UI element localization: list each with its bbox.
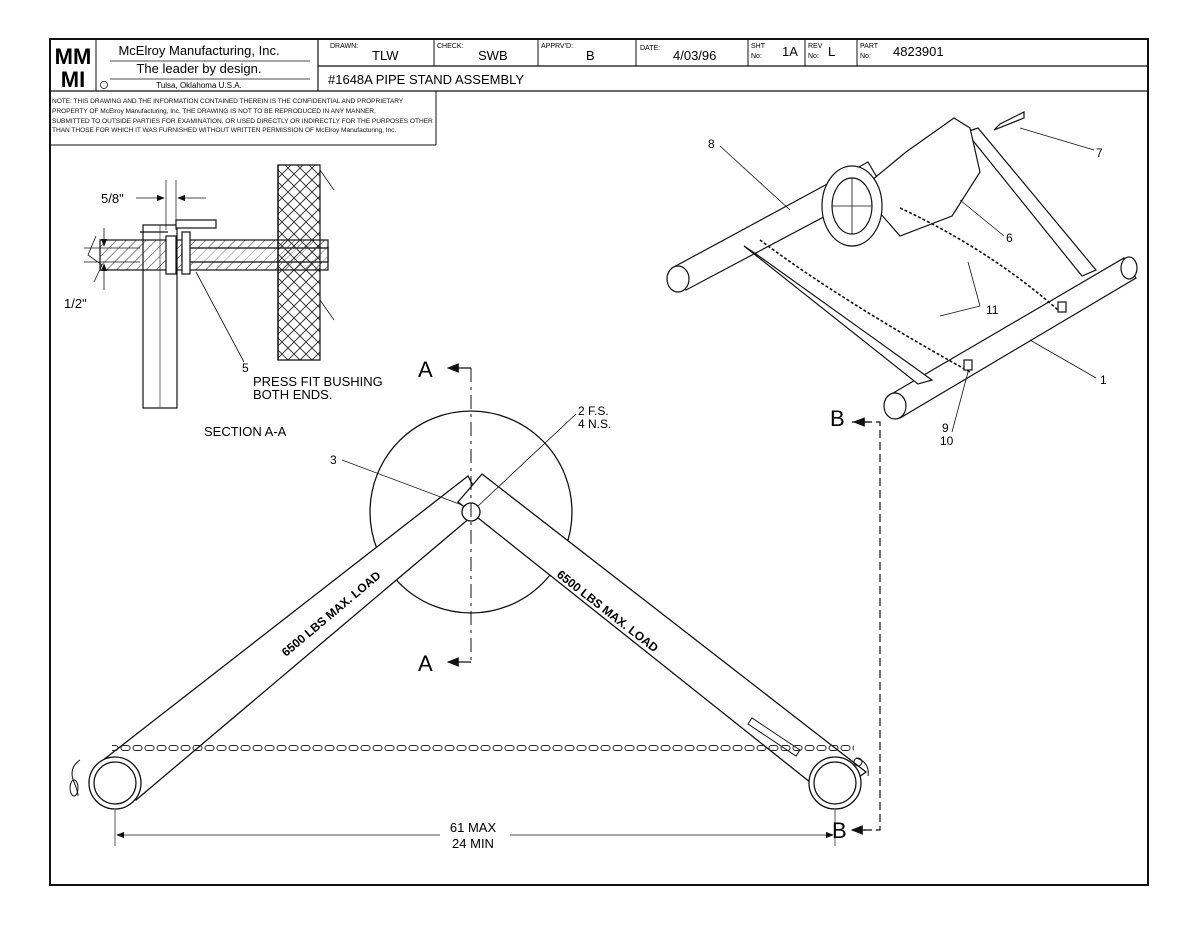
svg-text:MM: MM	[55, 44, 92, 69]
company-slogan: The leader by design.	[136, 61, 261, 76]
dim-max-label: 61 MAX	[450, 820, 497, 835]
date-value: 4/03/96	[673, 48, 716, 63]
sht-value: 1A	[782, 44, 798, 59]
iso-front-pipe	[887, 257, 1137, 419]
apprvd-value: B	[586, 48, 595, 63]
sht-label-2: No:	[751, 53, 762, 60]
part-label-1: PART	[860, 43, 879, 50]
iso-callout-8: 8	[708, 137, 715, 151]
rev-value: L	[828, 44, 835, 59]
bushing-note-line2: BOTH ENDS.	[253, 387, 332, 402]
svg-text:MI: MI	[61, 67, 85, 92]
iso-callout-10: 10	[940, 434, 954, 448]
rev-label-1: REV	[808, 43, 823, 50]
callout-4ns: 4 N.S.	[578, 417, 611, 431]
iso-callout-7: 7	[1096, 146, 1103, 160]
company-logo: MM MI	[54, 42, 108, 92]
iso-callout-6: 6	[1006, 231, 1013, 245]
section-title: SECTION A-A	[204, 424, 287, 439]
note-line: THAN THOSE FOR WHICH IT WAS FURNISHED WI…	[52, 127, 397, 135]
note-line: NOTE: THIS DRAWING AND THE INFORMATION C…	[52, 98, 404, 105]
iso-callout-11: 11	[986, 303, 999, 317]
right-tube-end	[808, 756, 862, 810]
date-label: DATE:	[640, 45, 660, 52]
registered-mark-icon	[100, 81, 108, 89]
isometric-view	[666, 111, 1138, 420]
title-block-lines	[49, 38, 1149, 886]
confidentiality-note: NOTE: THIS DRAWING AND THE INFORMATION C…	[52, 97, 433, 136]
check-label: CHECK:	[437, 43, 464, 50]
note-line: SUBMITTED TO OUTSIDE PARTIES FOR EXAMINA…	[52, 117, 433, 125]
drawn-value: TLW	[372, 48, 399, 63]
callout-3: 3	[330, 453, 337, 467]
dim-1-2-label: 1/2"	[64, 296, 87, 311]
section-marker-top: A	[418, 357, 433, 382]
iso-callout-1: 1	[1100, 373, 1107, 387]
front-view	[69, 363, 881, 846]
part-label-2: No:	[860, 53, 871, 60]
part-value: 4823901	[893, 44, 944, 59]
note-line: PROPERTY OF McElroy Manufacturing, Inc. …	[52, 107, 376, 115]
chain	[112, 744, 854, 753]
company-location: Tulsa, Oklahoma U.S.A.	[156, 81, 242, 90]
dim-5-8-label: 5/8"	[101, 191, 124, 206]
drawn-label: DRAWN:	[330, 43, 358, 50]
iso-leg-b	[964, 127, 1097, 277]
view-marker-top: B	[830, 406, 845, 431]
check-value: SWB	[478, 48, 508, 63]
company-name: McElroy Manufacturing, Inc.	[118, 43, 279, 58]
left-tube-end	[88, 756, 142, 810]
view-marker-bottom: B	[832, 818, 847, 843]
right-leg	[457, 473, 868, 799]
iso-leg-a	[743, 245, 934, 385]
callout-2fs: 2 F.S.	[578, 404, 609, 418]
section-marker-bottom: A	[418, 651, 433, 676]
drawing-title: #1648A PIPE STAND ASSEMBLY	[328, 72, 524, 87]
iso-callout-leaders	[719, 127, 1097, 433]
sht-label-1: SHT	[751, 43, 766, 50]
iso-callout-9: 9	[942, 421, 949, 435]
bushing-note-line1: PRESS FIT BUSHING	[253, 374, 383, 389]
callout-5: 5	[242, 361, 249, 375]
dim-min-label: 24 MIN	[452, 836, 494, 851]
section-a-a-view	[84, 164, 335, 409]
apprvd-label: APPRV'D:	[541, 43, 573, 50]
rev-label-2: No:	[808, 53, 819, 60]
iso-roller	[859, 117, 981, 237]
